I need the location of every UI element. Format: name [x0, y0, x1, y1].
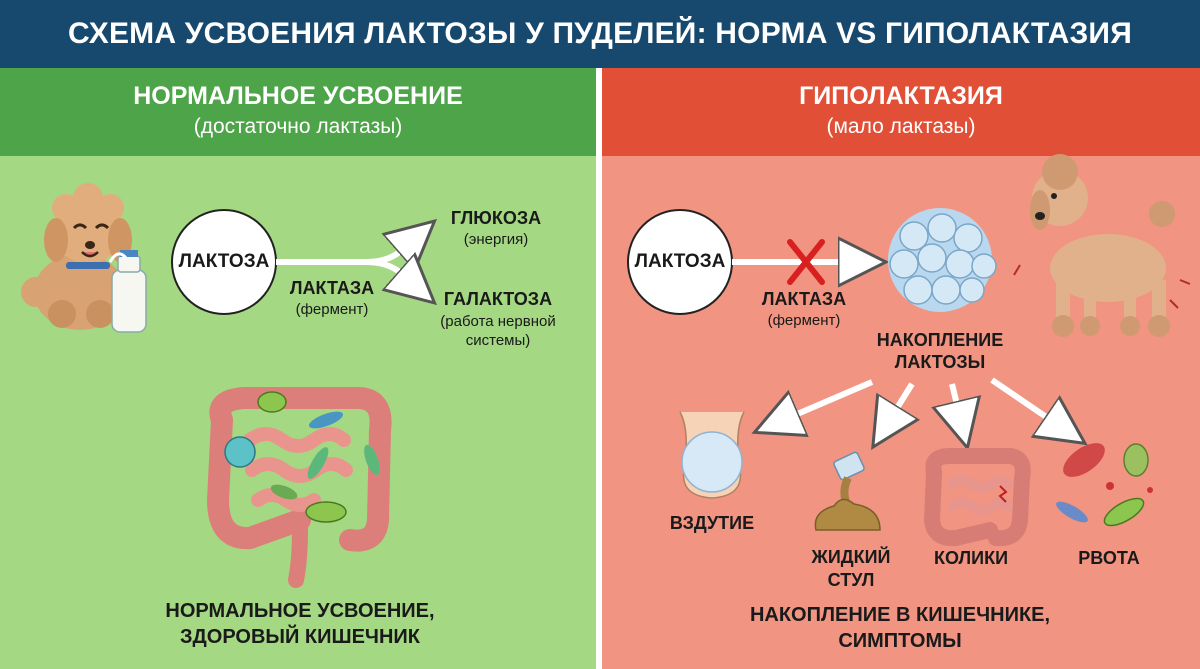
left-enzyme-label: ЛАКТАЗА: [289, 278, 375, 298]
glucose-note: (энергия): [463, 231, 529, 248]
panel-divider: [596, 68, 602, 669]
symptom-bloating: ВЗДУТИЕ: [669, 513, 755, 533]
right-enzyme-note: (фермент): [767, 312, 841, 329]
happy-poodle-icon: [21, 183, 132, 330]
symptom-diarrhea-line1: ЖИДКИЙ: [811, 547, 891, 567]
glucose-arrow: [365, 225, 430, 262]
vomiting-bacteria-icon: [1056, 443, 1153, 527]
normal-subheading: (достаточно лактазы): [193, 115, 403, 138]
galactose-note-line1: (работа нервной: [440, 313, 556, 330]
accumulation-label-line1: НАКОПЛЕНИЕ: [876, 330, 1004, 350]
symptom-diarrhea-line2: СТУЛ: [827, 570, 875, 590]
arrow-to-vomiting: [990, 377, 1080, 440]
arrow-to-colic: [952, 383, 966, 442]
lactose-cluster-icon: [888, 208, 997, 312]
colic-intestine-icon: [923, 448, 1031, 547]
milk-bottle-icon: [108, 250, 147, 333]
galactose-label: ГАЛАКТОЗА: [443, 289, 553, 309]
page-title: СХЕМА УСВОЕНИЯ ЛАКТОЗЫ У ПУДЕЛЕЙ: НОРМА …: [0, 0, 1200, 68]
arrow-to-diarrhea: [876, 382, 912, 442]
normal-heading: НОРМАЛЬНОЕ УСВОЕНИЕ: [133, 82, 463, 110]
hypolactasia-subheading: (мало лактазы): [826, 115, 976, 138]
glucose-label: ГЛЮКОЗА: [450, 208, 542, 228]
left-footer-line1: НОРМАЛЬНОЕ УСВОЕНИЕ,: [165, 600, 435, 622]
symptom-vomiting: РВОТА: [1078, 548, 1140, 568]
left-lactose-label: ЛАКТОЗА: [178, 251, 270, 272]
bloating-icon: [679, 411, 745, 499]
hypolactasia-panel: ГИПОЛАКТАЗИЯ (мало лактазы): [602, 68, 1200, 669]
galactose-arrow: [365, 262, 430, 299]
sick-poodle-icon: [1013, 154, 1191, 337]
healthy-intestine-icon: [206, 387, 392, 588]
hypolactasia-panel-header: ГИПОЛАКТАЗИЯ (мало лактазы): [602, 68, 1200, 156]
right-footer-line2: СИМПТОМЫ: [838, 630, 962, 652]
arrow-to-bloating: [760, 379, 874, 430]
symptom-colic: КОЛИКИ: [933, 548, 1009, 568]
diarrhea-icon: [814, 451, 881, 531]
right-lactose-label: ЛАКТОЗА: [634, 251, 726, 272]
left-enzyme-note: (фермент): [295, 301, 369, 318]
accumulation-label-line2: ЛАКТОЗЫ: [894, 352, 986, 372]
hypolactasia-heading: ГИПОЛАКТАЗИЯ: [799, 82, 1003, 110]
block-x-icon: [787, 239, 825, 285]
right-footer-line1: НАКОПЛЕНИЕ В КИШЕЧНИКЕ,: [749, 604, 1051, 626]
left-footer-line2: ЗДОРОВЫЙ КИШЕЧНИК: [179, 626, 421, 648]
normal-panel-header: НОРМАЛЬНОЕ УСВОЕНИЕ (достаточно лактазы): [0, 68, 596, 156]
right-enzyme-label: ЛАКТАЗА: [761, 289, 847, 309]
galactose-note-line2: системы): [465, 332, 531, 349]
